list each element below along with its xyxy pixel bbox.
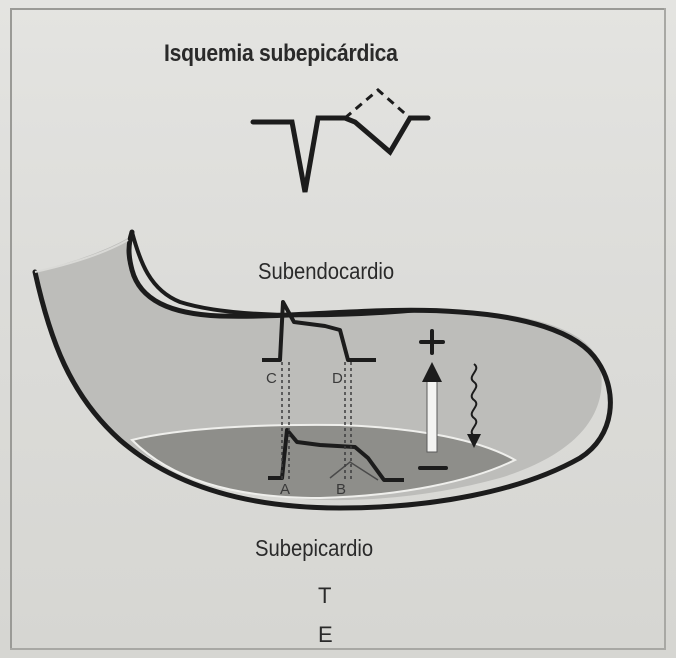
label-d: D (332, 370, 343, 387)
ecg-trace-top (253, 90, 428, 192)
label-c: C (266, 370, 277, 387)
letter-e: E (318, 622, 333, 648)
label-a: A (280, 481, 290, 498)
label-b: B (336, 481, 346, 498)
figure-title: Isquemia subepicárdica (164, 40, 398, 68)
subendocardio-label: Subendocardio (258, 258, 394, 285)
letter-t: T (318, 583, 331, 609)
subepicardio-label: Subepicardio (255, 535, 373, 562)
